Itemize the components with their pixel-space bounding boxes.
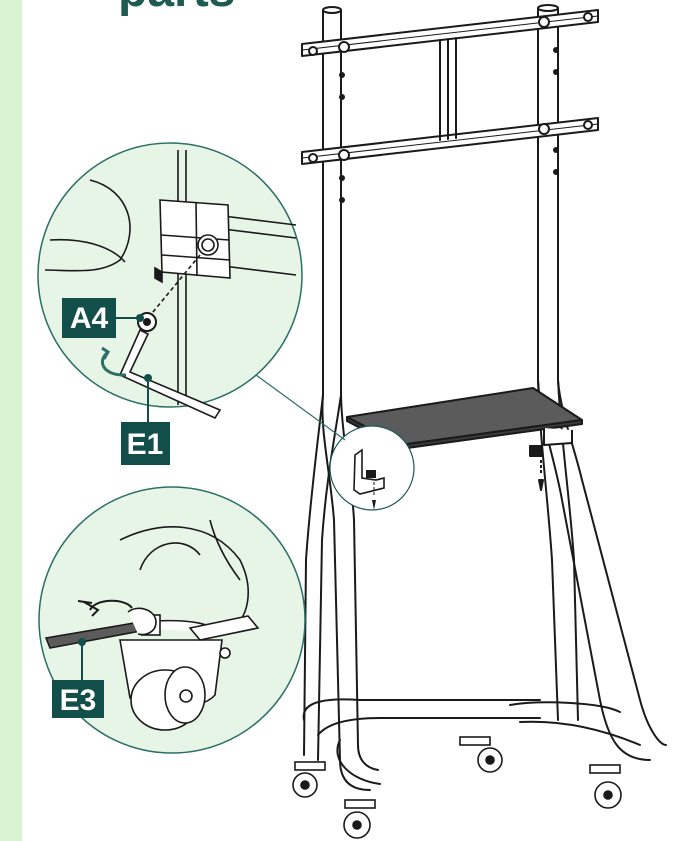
callout-a4: A4 xyxy=(62,298,144,338)
zoom-leader-line xyxy=(255,374,346,441)
rotate-arrow-icon xyxy=(77,599,133,617)
callout-e1: E1 xyxy=(121,374,170,465)
caster-back-center xyxy=(459,736,503,773)
callout-e3: E3 xyxy=(52,638,104,718)
tv-stand xyxy=(301,4,667,791)
base-frame xyxy=(302,698,641,785)
callout-e3-label: E3 xyxy=(60,684,97,717)
left-upright xyxy=(322,6,342,396)
right-upright xyxy=(537,4,559,381)
caster-back-right xyxy=(589,764,622,809)
sidebar-strip xyxy=(0,0,22,841)
bolt-zoom-detail xyxy=(37,142,303,420)
wrench-e3-icon xyxy=(44,607,157,649)
heading-fragment: parts xyxy=(118,0,235,17)
caster-front-center xyxy=(343,799,376,839)
caster-front-left xyxy=(292,761,326,798)
top-mounting-rail xyxy=(301,9,599,57)
casters xyxy=(292,736,622,839)
callout-a4-label: A4 xyxy=(70,302,109,335)
callout-e1-label: E1 xyxy=(127,428,164,461)
caster-zoom-detail xyxy=(38,486,306,754)
pole-holes xyxy=(339,47,559,203)
rotate-arrow-icon xyxy=(101,346,127,377)
bottom-mounting-rail xyxy=(301,117,599,165)
center-bracket xyxy=(439,37,457,141)
bolt-a4-icon xyxy=(137,312,157,332)
bracket-detail-circle xyxy=(329,425,415,511)
